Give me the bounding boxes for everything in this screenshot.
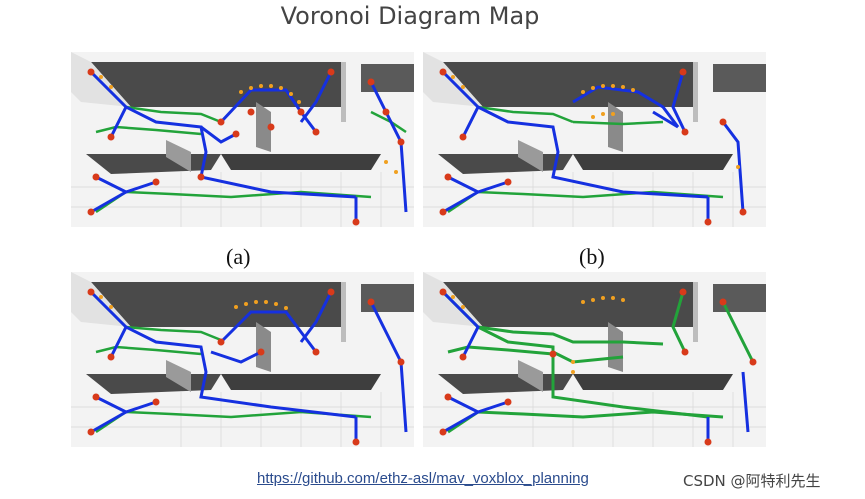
voronoi-map-panel-b xyxy=(423,52,766,227)
github-link[interactable]: https://github.com/ethz-asl/mav_voxblox_… xyxy=(257,470,589,487)
caption-b: (b) xyxy=(579,244,605,269)
voronoi-map-panel-d xyxy=(423,272,766,447)
slide-title: Voronoi Diagram Map xyxy=(280,2,540,30)
voronoi-map-panel-c xyxy=(71,272,414,447)
csdn-watermark: CSDN @阿特利先生 xyxy=(683,472,821,490)
voronoi-map-panel-a xyxy=(71,52,414,227)
caption-a: (a) xyxy=(226,244,251,269)
